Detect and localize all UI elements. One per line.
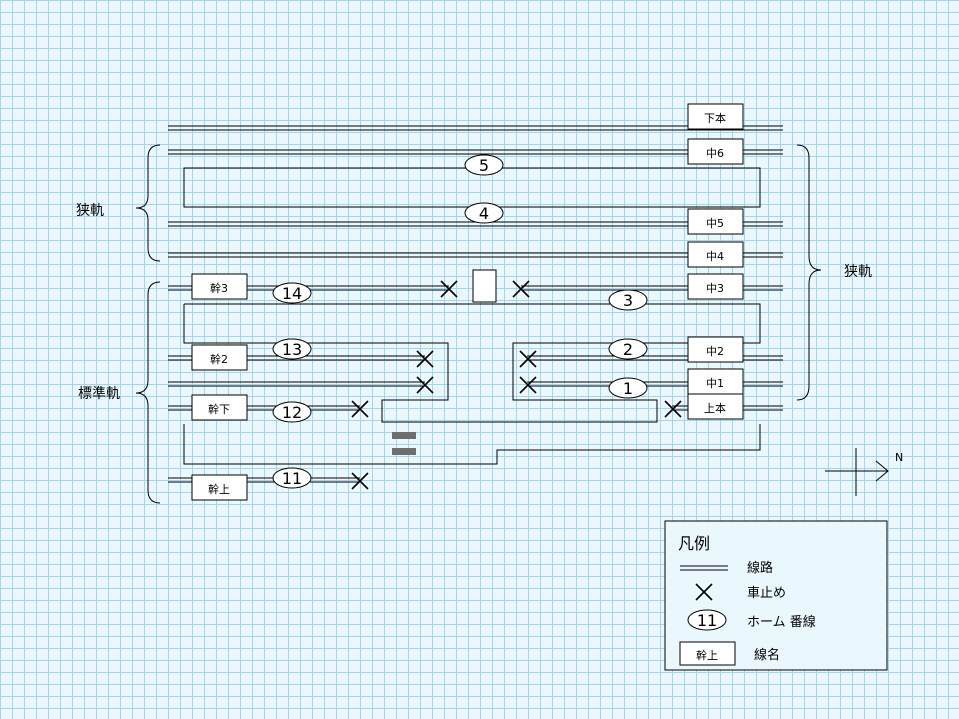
legend-buffer-stop-icon: [695, 583, 713, 601]
svg-text:4: 4: [479, 204, 489, 223]
legend-platform-label: ホーム 番線: [747, 614, 816, 630]
platform-13-label: 13: [272, 338, 312, 360]
track-kan2-b: [168, 381, 425, 387]
line-name-naka4: 中4: [687, 241, 744, 268]
gauge-label-narrow-left: 狭軌: [76, 203, 104, 219]
buffer-stop-icon: [664, 400, 682, 418]
line-name-naka2: 中2: [687, 336, 744, 363]
legend-track-sample: [680, 565, 728, 571]
svg-text:中2: 中2: [706, 345, 724, 358]
line-name-shimo-hon: 下本: [687, 103, 744, 130]
line-name-naka5: 中5: [687, 208, 744, 235]
svg-text:中6: 中6: [706, 147, 724, 160]
gauge-label-standard: 標準軌: [78, 386, 120, 402]
platform-numbers: 5 4 3 2 1 14 13 12: [272, 154, 648, 489]
platform-1-label: 1: [608, 377, 648, 399]
svg-text:中4: 中4: [706, 250, 724, 263]
brace-narrow-left: [135, 144, 161, 262]
platform-11-label: 11: [272, 467, 312, 489]
compass-label: N: [895, 451, 903, 464]
svg-text:11: 11: [282, 469, 302, 488]
buffer-stops: [351, 280, 682, 490]
platform-14-label: 14: [272, 282, 312, 304]
track-naka6: [168, 149, 783, 155]
svg-text:13: 13: [282, 340, 302, 359]
legend-name-sample: 幹上: [679, 641, 736, 666]
line-name-kami-hon: 上本: [687, 393, 744, 420]
buffer-stop-icon: [519, 350, 537, 368]
platform-5-label: 5: [464, 154, 504, 176]
buffer-stop-icon: [351, 400, 369, 418]
svg-text:1: 1: [623, 379, 633, 398]
platform-3-14-outline: [183, 303, 761, 423]
svg-text:中5: 中5: [706, 217, 724, 230]
buffer-stop-icon: [512, 280, 530, 298]
station-building-box: [472, 269, 497, 303]
line-name-kan-shimo: 幹下: [191, 394, 248, 421]
buffer-stop-icon: [416, 350, 434, 368]
legend: 凡例 線路 車止め 11 ホーム 番線 幹上 線名: [664, 520, 888, 671]
svg-text:幹上: 幹上: [208, 482, 230, 496]
legend-line-name-label: 線名: [754, 647, 780, 663]
svg-text:幹2: 幹2: [210, 352, 228, 366]
platform-2-label: 2: [608, 338, 648, 360]
line-name-kan2: 幹2: [191, 344, 248, 371]
line-name-naka3: 中3: [687, 273, 744, 300]
line-name-kan3: 幹3: [191, 273, 248, 300]
line-name-kan-kami: 幹上: [191, 474, 248, 501]
track-naka3: [521, 285, 783, 291]
svg-text:幹上: 幹上: [696, 648, 718, 662]
platform-4-label: 4: [464, 202, 504, 224]
line-name-naka1: 中1: [687, 368, 744, 395]
svg-text:幹3: 幹3: [210, 281, 228, 295]
track-naka2: [527, 355, 783, 361]
svg-text:11: 11: [697, 611, 717, 630]
svg-text:中3: 中3: [706, 282, 724, 295]
line-name-naka6: 中6: [687, 138, 744, 165]
svg-text:14: 14: [282, 284, 302, 303]
gray-marker-upper: [392, 432, 416, 439]
track-naka4: [168, 252, 783, 258]
buffer-stop-icon: [416, 376, 434, 394]
platform-12-label: 12: [272, 401, 312, 423]
buffer-stop-icon: [351, 472, 369, 490]
svg-text:幹下: 幹下: [208, 402, 230, 416]
track-shimo-hon: [168, 125, 783, 131]
line-name-boxes: 下本 中6 中5 中4 中3 中2 中1 上本: [191, 103, 744, 501]
brace-narrow-right: [796, 144, 822, 401]
svg-text:12: 12: [282, 403, 302, 422]
gauge-label-narrow-right: 狭軌: [844, 264, 872, 280]
track-naka1: [527, 381, 783, 387]
platform-3-label: 3: [608, 289, 648, 311]
svg-text:2: 2: [623, 340, 633, 359]
svg-text:下本: 下本: [704, 111, 726, 125]
svg-text:中1: 中1: [706, 377, 724, 390]
legend-platform-sample: 11: [687, 609, 727, 631]
gray-marker-lower: [392, 448, 416, 455]
platform-4-5-outline: [183, 167, 761, 208]
brace-standard-left: [135, 281, 161, 504]
svg-text:上本: 上本: [704, 401, 726, 415]
legend-track-label: 線路: [747, 560, 773, 576]
legend-title: 凡例: [678, 534, 710, 553]
legend-buffer-stop-label: 車止め: [747, 586, 786, 601]
compass-north-arrow-icon: [825, 448, 889, 496]
buffer-stop-icon: [519, 376, 537, 394]
platform-11-12-outline: [183, 424, 761, 465]
svg-text:5: 5: [479, 156, 489, 175]
svg-text:3: 3: [623, 291, 633, 310]
buffer-stop-icon: [440, 280, 458, 298]
